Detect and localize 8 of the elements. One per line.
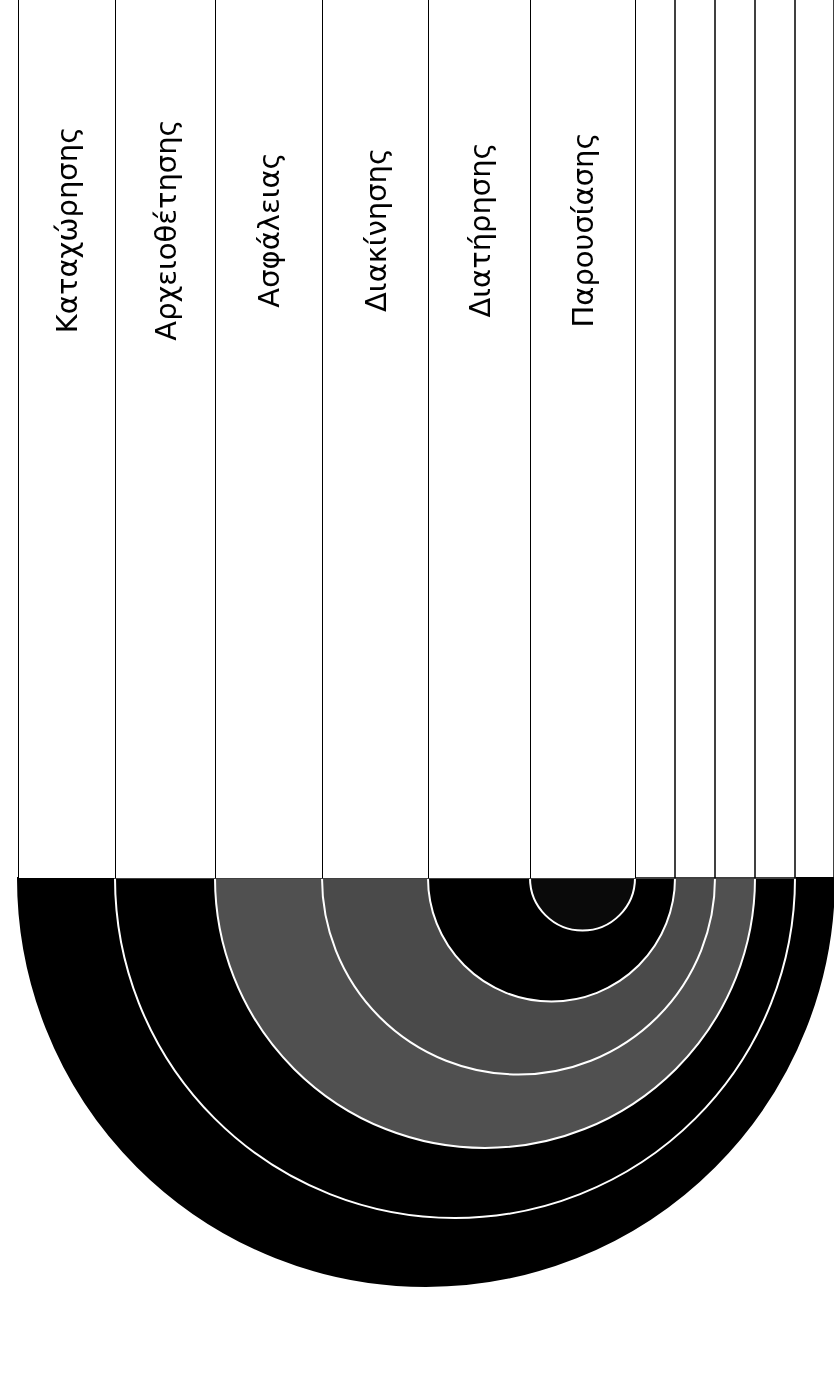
band-label: Διατήρησης xyxy=(462,142,497,318)
band-label: Παρουσίασης xyxy=(566,132,600,328)
band-label: Καταχώρησης xyxy=(50,126,84,334)
band-column xyxy=(18,0,116,878)
band-column xyxy=(530,0,636,878)
band-label: Διακίνησης xyxy=(358,148,393,312)
band-label: Ασφάλειας xyxy=(252,152,286,308)
band-label: Αρχειοθέτησης xyxy=(148,119,183,341)
